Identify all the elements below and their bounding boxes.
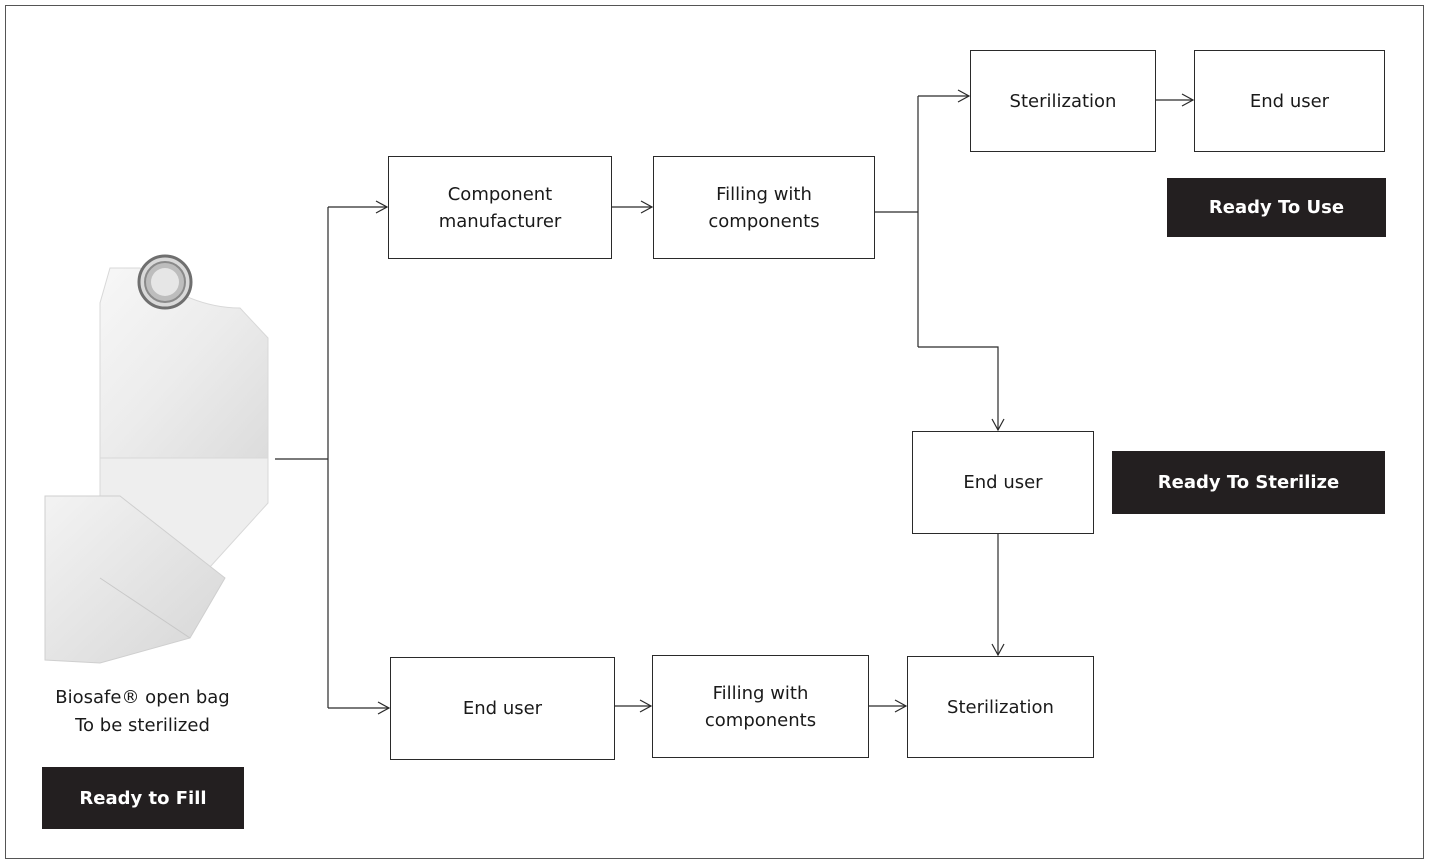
node-label-line1: Component — [447, 183, 553, 205]
badge-ready-to-use: Ready To Use — [1167, 178, 1386, 237]
diagram-frame — [5, 5, 1424, 859]
badge-ready-to-sterilize: Ready To Sterilize — [1112, 451, 1385, 514]
node-filling-bottom: Filling with components — [652, 655, 869, 758]
node-component-manufacturer: Component manufacturer — [388, 156, 612, 259]
node-label: End user — [462, 698, 543, 719]
node-label: End user — [1249, 90, 1330, 112]
bag-caption-line1: Biosafe® open bag — [55, 687, 230, 708]
node-end-user-top: End user — [1194, 50, 1385, 152]
node-end-user-mid: End user — [912, 431, 1094, 534]
node-label: Sterilization — [947, 696, 1054, 718]
bag-caption: Biosafe® open bag To be sterilized — [40, 684, 245, 740]
node-sterilization-bottom: Sterilization — [907, 656, 1094, 758]
node-end-user-bottom: End user — [390, 657, 615, 760]
bag-caption-line2: To be sterilized — [75, 715, 210, 736]
open-bag-image — [44, 254, 269, 664]
node-filling-top: Filling with components — [653, 156, 875, 259]
badge-ready-to-fill: Ready to Fill — [42, 767, 244, 829]
node-sterilization-top: Sterilization — [970, 50, 1156, 152]
arrow-to-end-user-mid — [918, 346, 1005, 432]
node-label: Sterilization — [1009, 90, 1117, 112]
node-label-line2: components — [708, 210, 820, 232]
node-label-line2: manufacturer — [438, 210, 562, 232]
node-label: End user — [963, 472, 1043, 493]
node-label-line1: Filling with — [716, 183, 812, 205]
node-label-line1: Filling with — [712, 682, 809, 704]
node-label-line2: components — [704, 709, 817, 731]
